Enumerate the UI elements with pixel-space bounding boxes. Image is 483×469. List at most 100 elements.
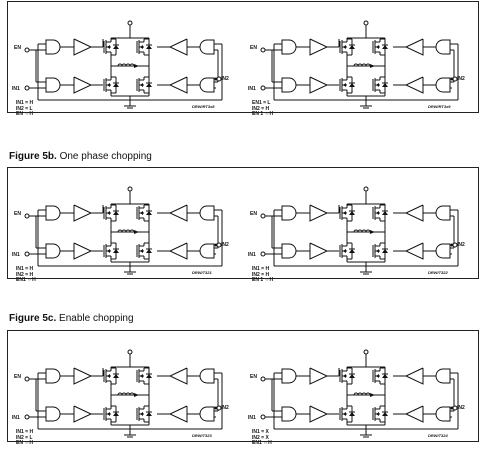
- body-diode: [382, 45, 388, 49]
- condition-line: IN2 = H: [16, 271, 34, 278]
- supply-terminal: [363, 349, 369, 355]
- driver-buffer: [73, 242, 93, 260]
- body-diode: [146, 83, 152, 87]
- in1-label: IN1: [12, 415, 20, 421]
- condition-line: IN1 = H: [252, 266, 270, 272]
- input-pin: [260, 376, 266, 382]
- condition-line: EN ⇔H: [16, 440, 33, 447]
- and-gate: [199, 406, 215, 422]
- mosfet-arrow: [376, 249, 379, 253]
- body-diode: [382, 374, 388, 378]
- driver-buffer: [168, 242, 188, 260]
- figure-title: Enable chopping: [59, 313, 134, 324]
- h-bridge-schematic: [24, 186, 223, 275]
- body-diode: [146, 249, 152, 253]
- figure-caption-5c: Figure 5c. Enable chopping: [9, 313, 134, 324]
- circuit-left: EN IN1 IN2 IN1 = H IN2 = L EN ⇔H DRW/T32…: [8, 331, 244, 446]
- input-pin: [260, 47, 266, 53]
- driver-buffer: [73, 405, 93, 423]
- condition-line: IN1 = X: [252, 429, 269, 435]
- input-pin: [24, 85, 30, 91]
- mosfet-arrow: [140, 211, 143, 215]
- mosfet-arrow: [107, 45, 110, 49]
- driver-buffer: [309, 76, 329, 94]
- condition-line: EN 1 ⇔H: [252, 111, 274, 118]
- body-diode: [349, 83, 355, 87]
- condition-line: IN2 = H: [252, 105, 270, 112]
- body-diode: [113, 249, 119, 253]
- and-gate: [281, 77, 297, 93]
- drawing-code: DRW/RT3x9: [428, 104, 451, 109]
- in1-label: IN1: [12, 86, 20, 92]
- input-pin: [24, 251, 30, 257]
- in2-label: IN2: [457, 405, 465, 411]
- driver-buffer: [404, 242, 424, 260]
- and-gate: [281, 368, 297, 384]
- current-arrow: [370, 393, 375, 397]
- mosfet-arrow: [343, 83, 346, 87]
- in2-label: IN2: [221, 405, 229, 411]
- logic-conditions: IN1 = X IN2 = X EN1 ⇔H: [252, 429, 272, 447]
- input-pin: [24, 213, 30, 219]
- h-bridge-schematic: [260, 186, 459, 275]
- mosfet-arrow: [343, 374, 346, 378]
- h-bridge-schematic: [24, 20, 223, 109]
- mosfet-arrow: [107, 412, 110, 416]
- driver-buffer: [73, 38, 93, 56]
- condition-line: EN ⇔H: [16, 111, 33, 118]
- mosfet-arrow: [343, 45, 346, 49]
- in2-label: IN2: [457, 242, 465, 248]
- in1-label: IN1: [248, 415, 256, 421]
- mosfet-arrow: [140, 412, 143, 416]
- driver-buffer: [404, 367, 424, 385]
- body-diode: [113, 83, 119, 87]
- and-gate: [45, 39, 61, 55]
- h-bridge-schematic: [260, 20, 459, 109]
- driver-buffer: [73, 204, 93, 222]
- motor-coil: [353, 63, 371, 67]
- supply-terminal: [127, 186, 133, 192]
- en-label: EN: [250, 374, 257, 380]
- circuit-panel-3: EN IN1 IN2 IN1 = H IN2 = L EN ⇔H DRW/T32…: [7, 330, 480, 446]
- body-diode: [382, 83, 388, 87]
- driver-buffer: [309, 38, 329, 56]
- motor-coil: [353, 229, 371, 233]
- condition-line: IN2 = X: [252, 434, 269, 441]
- driver-buffer: [404, 204, 424, 222]
- drawing-code: DRW/T323: [192, 433, 212, 438]
- and-gate: [199, 77, 215, 93]
- en-label: EN: [14, 211, 21, 217]
- and-gate: [45, 368, 61, 384]
- and-gate: [199, 243, 215, 259]
- body-diode: [113, 374, 119, 378]
- motor-coil: [117, 392, 135, 396]
- driver-buffer: [73, 367, 93, 385]
- h-bridge-schematic: [24, 349, 223, 438]
- and-gate: [45, 243, 61, 259]
- driver-buffer: [168, 367, 188, 385]
- circuit-right: EN IN1 IN2 IN1 = H IN2 = H EN 1 ⇔H DRW/T…: [244, 168, 480, 283]
- input-pin: [24, 376, 30, 382]
- logic-conditions: IN1 = H IN2 = L EN ⇔H: [16, 429, 34, 447]
- body-diode: [349, 412, 355, 416]
- condition-line: IN2 = H: [252, 271, 270, 278]
- motor-coil: [117, 229, 135, 233]
- circuit-right: EN IN1 IN2 IN1 = X IN2 = X EN1 ⇔H DRW/T3…: [244, 331, 480, 446]
- and-gate: [281, 39, 297, 55]
- figure-caption-5b: Figure 5b. One phase chopping: [9, 151, 152, 162]
- condition-line: IN1 = H: [16, 266, 34, 272]
- supply-terminal: [127, 20, 133, 26]
- and-gate: [281, 243, 297, 259]
- and-gate: [281, 205, 297, 221]
- mosfet-arrow: [376, 45, 379, 49]
- condition-line: IN2 = L: [16, 434, 33, 441]
- body-diode: [349, 45, 355, 49]
- figure-number: Figure 5b.: [9, 151, 57, 162]
- condition-line: IN1 = H: [16, 429, 34, 435]
- current-arrow: [134, 64, 139, 68]
- current-arrow: [370, 230, 375, 234]
- body-diode: [113, 412, 119, 416]
- and-gate: [199, 368, 215, 384]
- in2-label: IN2: [221, 242, 229, 248]
- condition-line: EN1 ⇔H: [16, 277, 36, 284]
